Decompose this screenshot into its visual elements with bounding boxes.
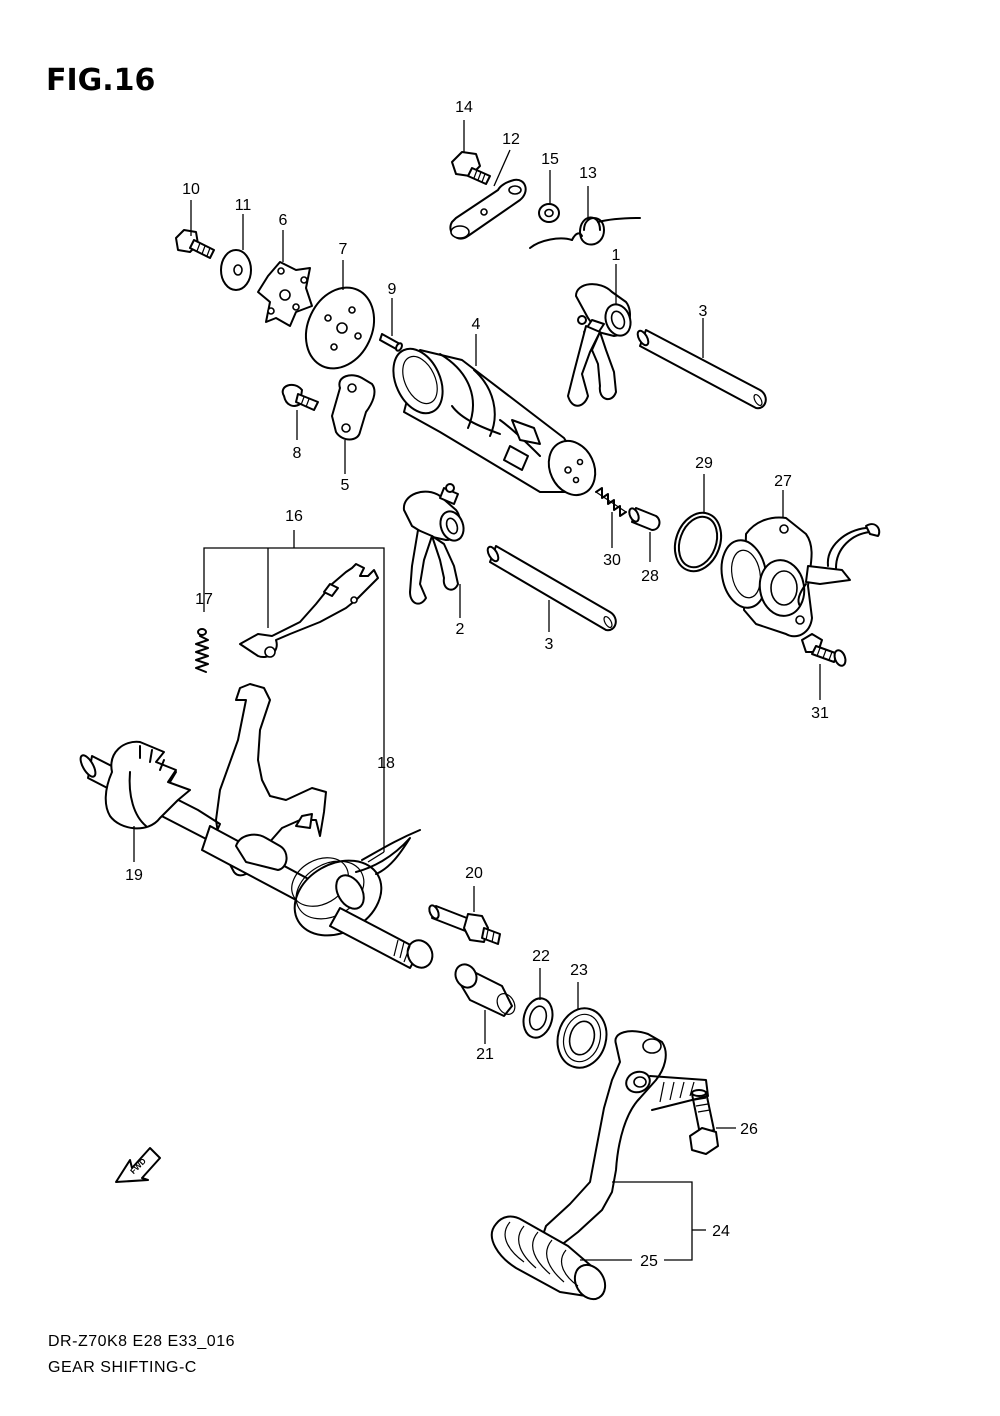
part-21-collar bbox=[454, 963, 516, 1017]
callout-8: 8 bbox=[293, 445, 302, 462]
part-6-plate bbox=[257, 261, 313, 327]
callouts: 14 12 15 13 10 11 6 7 9 4 1 3 8 5 29 27 … bbox=[125, 99, 829, 1270]
part-28-pin bbox=[628, 507, 661, 531]
model-code: DR-Z70K8 E28 E33_016 bbox=[48, 1333, 235, 1350]
part-14-bolt bbox=[451, 151, 491, 185]
part-15-washer bbox=[538, 203, 560, 223]
callout-3-upper: 3 bbox=[699, 303, 708, 320]
part-22-washer bbox=[522, 997, 554, 1039]
callout-31: 31 bbox=[811, 705, 829, 722]
callout-9: 9 bbox=[388, 281, 397, 298]
callout-15: 15 bbox=[541, 151, 559, 168]
callout-26: 26 bbox=[740, 1121, 758, 1138]
callout-27: 27 bbox=[774, 473, 792, 490]
callout-29: 29 bbox=[695, 455, 713, 472]
part-17-spring bbox=[195, 628, 209, 673]
part-25-pedal-rubber bbox=[490, 1215, 607, 1301]
callout-14: 14 bbox=[455, 99, 473, 116]
callout-5: 5 bbox=[341, 477, 350, 494]
part-12-stopper-arm bbox=[449, 178, 527, 240]
part-7-plate bbox=[304, 286, 376, 370]
callout-23: 23 bbox=[570, 962, 588, 979]
part-20-bolt bbox=[428, 904, 501, 945]
callout-1: 1 bbox=[612, 247, 621, 264]
leader-lines bbox=[133, 120, 821, 1261]
part-23-oil-seal bbox=[556, 1007, 608, 1069]
part-2-shift-fork bbox=[402, 483, 465, 605]
callout-2: 2 bbox=[456, 621, 465, 638]
callout-20: 20 bbox=[465, 865, 483, 882]
callout-3-lower: 3 bbox=[545, 636, 554, 653]
part-3-shaft-upper bbox=[636, 329, 767, 410]
part-4-shift-drum bbox=[392, 347, 597, 497]
callout-17: 17 bbox=[195, 591, 213, 608]
part-11-washer bbox=[220, 249, 252, 291]
section-title: GEAR SHIFTING-C bbox=[48, 1359, 197, 1376]
part-27-switch bbox=[720, 516, 881, 638]
callout-6: 6 bbox=[279, 212, 288, 229]
callout-16: 16 bbox=[285, 508, 303, 525]
part-13-spring bbox=[529, 216, 641, 249]
callout-28: 28 bbox=[641, 568, 659, 585]
part-10-bolt bbox=[175, 229, 215, 259]
part-8-screw bbox=[281, 383, 319, 411]
part-5-plate bbox=[331, 374, 376, 441]
figure-title: FIG.16 bbox=[46, 63, 155, 98]
callout-10: 10 bbox=[182, 181, 200, 198]
part-29-o-ring bbox=[673, 511, 723, 573]
part-31-bolt bbox=[801, 633, 847, 667]
callout-7: 7 bbox=[339, 241, 348, 258]
part-9-pin bbox=[379, 333, 403, 352]
callout-22: 22 bbox=[532, 948, 550, 965]
callout-21: 21 bbox=[476, 1046, 494, 1063]
part-26-bolt bbox=[689, 1089, 719, 1155]
part-18-lever bbox=[239, 563, 379, 658]
callout-24: 24 bbox=[712, 1223, 730, 1240]
callout-30: 30 bbox=[603, 552, 621, 569]
part-19-shift-shaft bbox=[79, 683, 434, 969]
callout-12: 12 bbox=[502, 131, 520, 148]
fwd-arrow-icon: FWD bbox=[115, 1147, 161, 1183]
callout-25: 25 bbox=[640, 1253, 658, 1270]
callout-18: 18 bbox=[377, 755, 395, 772]
part-3-shaft-lower bbox=[486, 545, 617, 632]
part-1-shift-fork bbox=[567, 283, 632, 407]
callout-19: 19 bbox=[125, 867, 143, 884]
callout-13: 13 bbox=[579, 165, 597, 182]
callout-4: 4 bbox=[472, 316, 481, 333]
part-30-spring bbox=[595, 487, 627, 517]
callout-11: 11 bbox=[235, 197, 252, 214]
